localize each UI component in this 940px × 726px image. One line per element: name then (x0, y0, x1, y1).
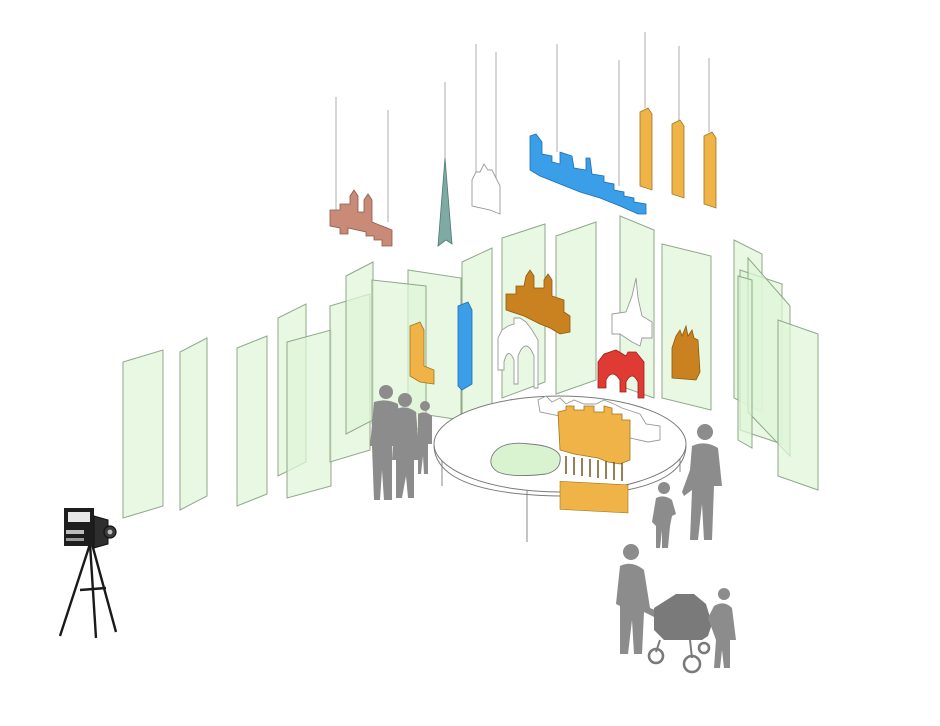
panel (555, 221, 597, 395)
terracotta-castle-cutout (329, 189, 393, 247)
amber-tower-cutout-3 (703, 131, 717, 209)
amber-table-skyline (557, 405, 631, 465)
panel (737, 275, 753, 449)
ochre-castle-cutout (505, 269, 571, 335)
white-spire-cutout (611, 277, 653, 347)
panel-cutouts (409, 269, 701, 399)
camera-bellows-icon (93, 515, 109, 549)
amber-tower-cutout-2 (671, 119, 685, 199)
right-panels (737, 275, 819, 491)
vintage-camera-on-tripod (58, 508, 118, 639)
visitor-family-group (370, 385, 432, 500)
panel (236, 335, 268, 507)
white-arch-cutout (497, 317, 539, 389)
hanging-cutouts (329, 107, 717, 247)
amber-tower-cutout-1 (639, 107, 653, 191)
round-table (433, 395, 687, 542)
panel (286, 329, 332, 499)
table-green-inset (490, 442, 561, 477)
panel (345, 261, 374, 435)
left-panels (122, 261, 427, 519)
blue-skyline-cutout (529, 133, 647, 215)
hanging-wires (335, 32, 710, 222)
red-arch-cutout (597, 349, 645, 399)
ochre-cathedral-cutout (671, 324, 701, 381)
panel (122, 349, 164, 519)
blue-tower-cutout (457, 301, 473, 391)
panel (777, 319, 819, 491)
teal-spire-cutout (437, 157, 453, 247)
visitor-stroller-group (616, 544, 736, 674)
amber-building-cutout (409, 321, 435, 385)
panel (179, 337, 208, 511)
visitor-adult-child (652, 424, 722, 548)
white-tower-cutout (471, 163, 501, 215)
amber-table-colonnade (559, 481, 629, 514)
